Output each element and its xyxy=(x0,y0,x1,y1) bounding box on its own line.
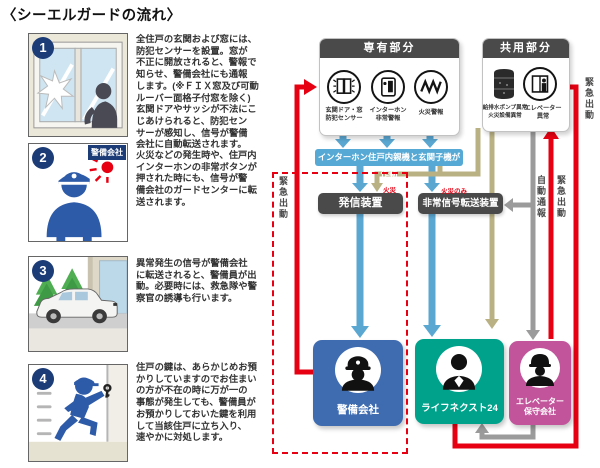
elevator-icon xyxy=(523,67,557,101)
intercom-label: インターホン 非常警報 xyxy=(369,107,407,122)
step-number-badge: 2 xyxy=(32,147,54,169)
private-area-title: 専有部分 xyxy=(320,39,459,58)
security-route-dashed-frame xyxy=(272,172,408,454)
private-area-box: 専有部分 玄関ドア・窓 防犯センサー インターホン 非常警報 火災警報 xyxy=(319,38,460,136)
door-window-sensor-icon xyxy=(327,70,361,104)
running-guard-illustration xyxy=(29,365,127,461)
step-number-badge: 1 xyxy=(32,37,54,59)
auto-report-label: 自動通報 xyxy=(536,175,546,219)
emergency-dispatch-label-top: 緊急出動 xyxy=(584,77,594,121)
pump-label: 給排水ポンプ異常 火災設備異常 xyxy=(482,105,528,119)
relay-device-box: 非常信号転送装置 xyxy=(418,193,503,214)
elevator-label: エレベーター 異常 xyxy=(524,105,562,120)
emergency-dispatch-label-mid: 緊急出動 xyxy=(556,175,566,219)
intercom-activation-bar: インターホン住戸内親機と玄関子機が作動 xyxy=(315,149,463,179)
page-title: 〈シーエルガードの流れ〉 xyxy=(2,8,182,24)
step-panel-3: 3 xyxy=(28,256,128,352)
fire-label: 火災 xyxy=(383,187,396,194)
emergency-dispatch-label-left: 緊急出動 xyxy=(278,176,288,220)
fire-only-label: 火災のみ xyxy=(441,188,467,195)
maintenance-worker-icon xyxy=(520,348,560,388)
pump-tank-icon xyxy=(491,68,517,100)
step-panel-2: 2 警備会社 xyxy=(28,143,128,242)
security-company-box: 警備会社 xyxy=(313,340,403,426)
step-panel-4: 4 xyxy=(28,364,128,462)
step-caption-2: 火災などの発生時や、住戸内 インターホンの非常ボタンが 押された時にも、信号が警… xyxy=(136,150,257,207)
lifenext-label: ライフネクスト24 xyxy=(421,403,498,414)
common-area-title: 共用部分 xyxy=(483,39,569,58)
elevator-company-label: エレベーター 保守会社 xyxy=(516,397,564,416)
step-caption-3: 異常発生の信号が警備会社 に転送されると、警備員が出 動。必要時には、救急隊や警… xyxy=(136,258,257,304)
common-area-box: 共用部分 給排水ポンプ異常 火災設備異常 エレベーター 異常 xyxy=(482,38,570,132)
staff-person-icon xyxy=(436,346,482,392)
security-company-label: 警備会社 xyxy=(337,404,379,416)
sensor-label: 玄関ドア・窓 防犯センサー xyxy=(325,107,363,122)
elevator-company-box: エレベーター 保守会社 xyxy=(509,341,571,425)
transmitter-box: 発信装置 xyxy=(318,193,403,214)
step-number-badge: 4 xyxy=(32,368,54,390)
fire-alarm-icon xyxy=(414,70,448,104)
step-caption-1: 全住戸の玄関および窓には、 防犯センサーを設置。窓が 不正に開放されると、警報で… xyxy=(136,34,259,150)
step-caption-4: 住戸の鍵は、あらかじめお預 かりしていますのでお住まい の方が不在の時に万が一の… xyxy=(136,362,257,443)
step-panel-1: 1 xyxy=(28,33,128,137)
security-company-tag: 警備会社 xyxy=(88,145,126,160)
intercom-alarm-icon xyxy=(371,70,405,104)
step-number-badge: 3 xyxy=(32,260,54,282)
lifenext-box: ライフネクスト24 xyxy=(415,339,504,424)
police-officer-icon xyxy=(335,347,381,393)
fire-alarm-label: 火災警報 xyxy=(418,109,444,116)
